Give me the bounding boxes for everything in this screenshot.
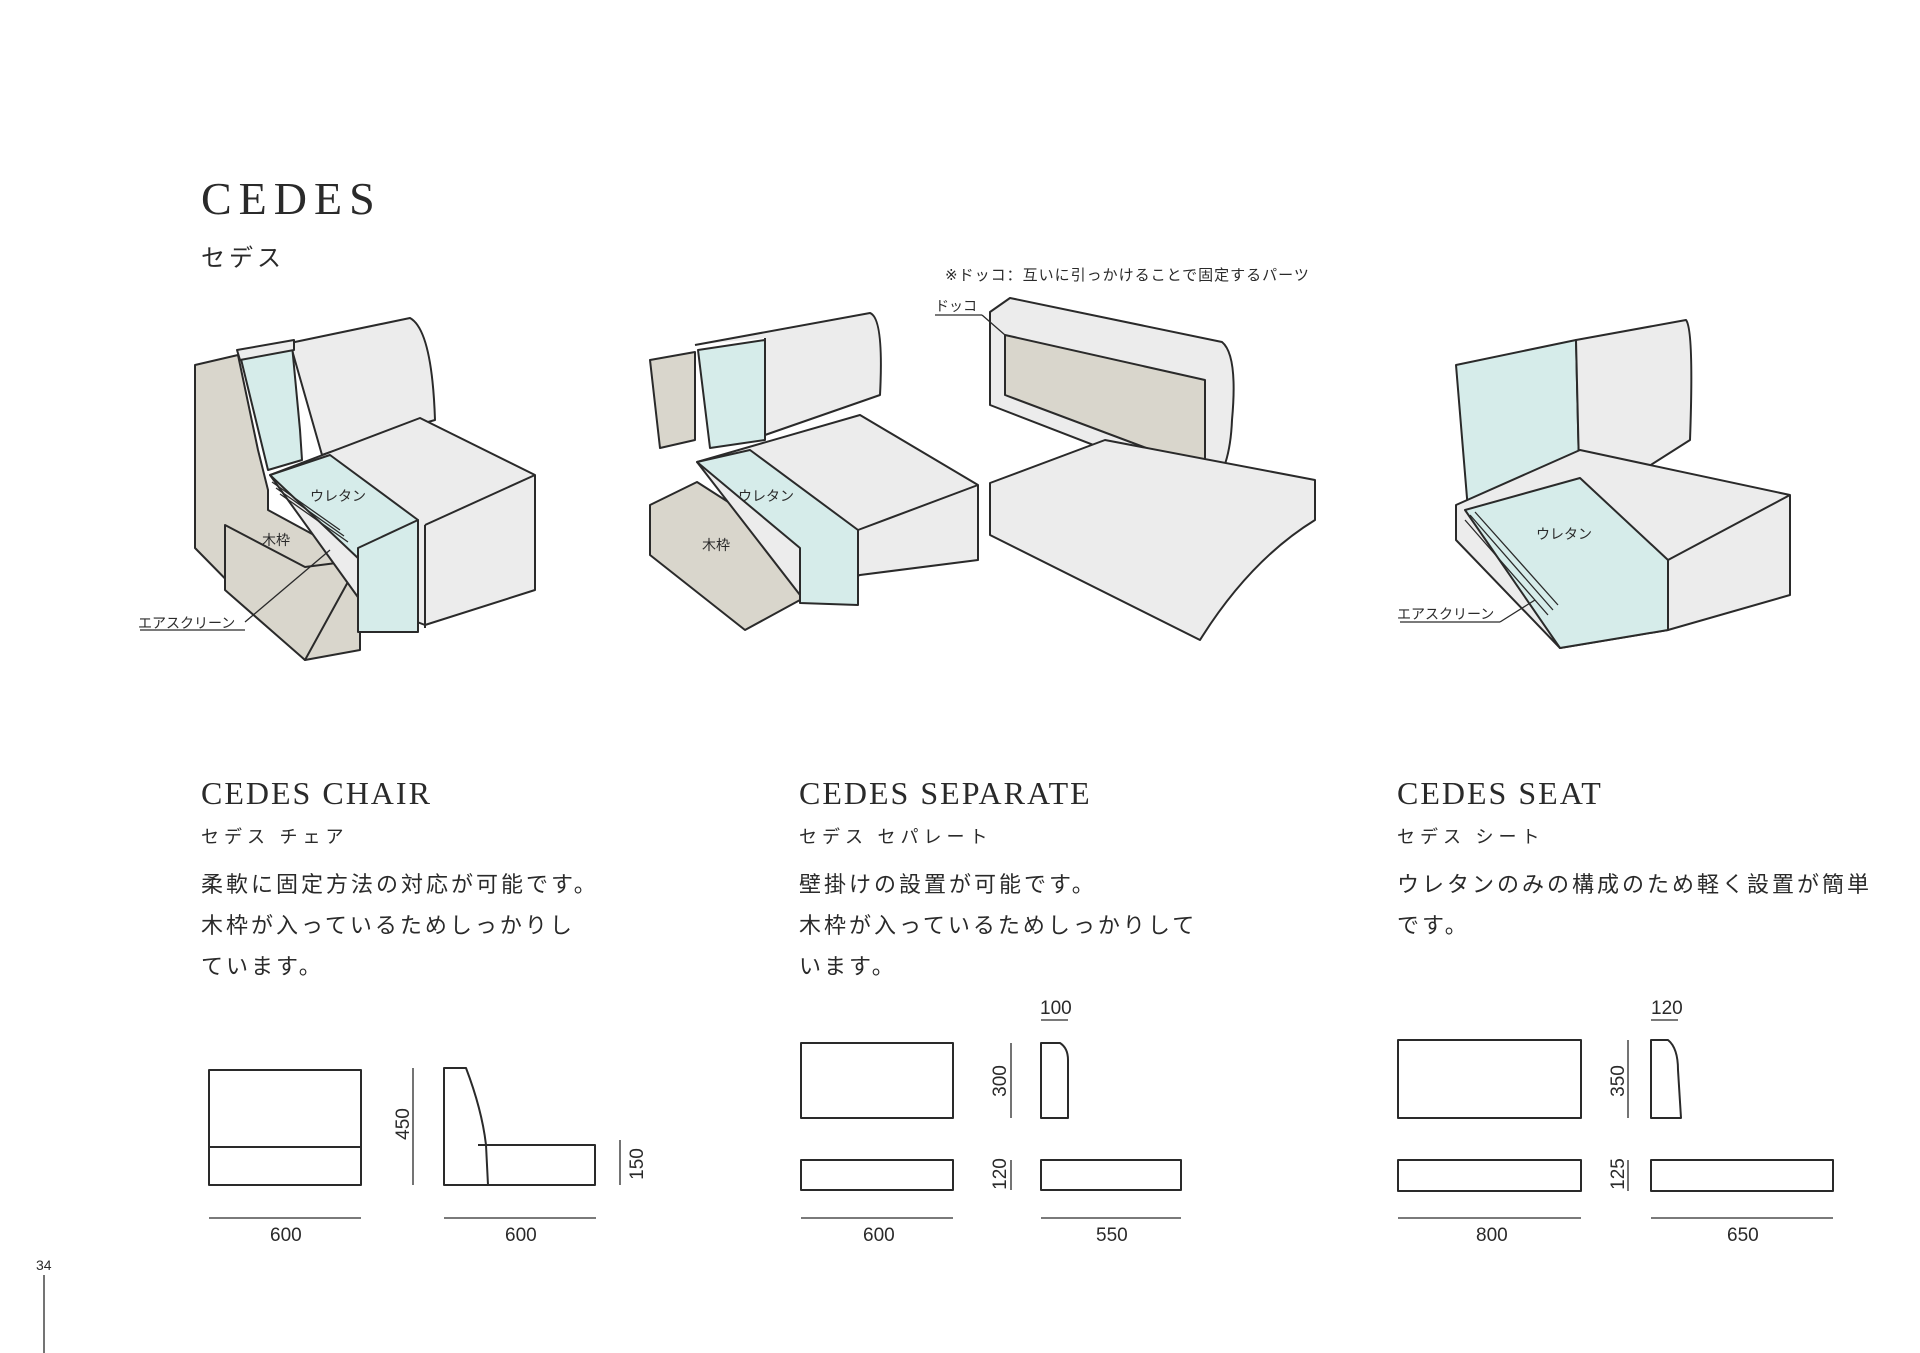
separate-seat-height: 120 <box>989 1158 1011 1190</box>
seat-seat-height: 125 <box>1607 1158 1629 1190</box>
chair-dimensions <box>208 1067 621 1219</box>
chair-kana: セデス チェア <box>201 827 349 847</box>
separate-wood-label: 木枠 <box>702 538 730 554</box>
separate-kana: セデス セパレート <box>799 827 993 847</box>
seat-depth: 650 <box>1727 1225 1759 1246</box>
separate-width: 600 <box>863 1225 895 1246</box>
dokko-label: ドッコ <box>935 299 977 315</box>
chair-side-depth: 600 <box>505 1225 537 1246</box>
seat-description: ウレタンのみの構成のため軽く設置が簡単です。 <box>1397 872 1873 938</box>
separate-back-height: 300 <box>989 1065 1011 1097</box>
seat-width: 800 <box>1476 1225 1508 1246</box>
seat-urethane-label: ウレタン <box>1536 527 1592 543</box>
seat-airscreen-label: エアスクリーン <box>1397 607 1495 623</box>
seat-kana: セデス シート <box>1397 827 1545 847</box>
chair-description: 柔軟に固定方法の対応が可能です。木枠が入っているためしっかりしています。 <box>201 872 599 979</box>
seat-back-height: 350 <box>1607 1065 1629 1097</box>
separate-dimensions <box>800 1019 1182 1219</box>
separate-title: CEDES SEPARATE <box>799 775 1092 811</box>
separate-illustration <box>649 297 1316 641</box>
chair-airscreen-label: エアスクリーン <box>138 616 236 632</box>
chair-front-width: 600 <box>270 1225 302 1246</box>
chair-title: CEDES CHAIR <box>201 775 432 811</box>
seat-title: CEDES SEAT <box>1397 775 1603 811</box>
separate-back-thickness: 100 <box>1040 998 1072 1019</box>
seat-dimensions <box>1397 1019 1834 1219</box>
separate-description: 壁掛けの設置が可能です。木枠が入っているためしっかりしています。 <box>799 872 1198 979</box>
chair-urethane-label: ウレタン <box>310 489 366 505</box>
chair-illustration <box>140 317 536 661</box>
seat-back-thickness: 120 <box>1651 998 1683 1019</box>
chair-wood-label: 木枠 <box>262 533 290 549</box>
page-title: CEDES <box>201 173 382 224</box>
page-number: 34 <box>36 1257 52 1273</box>
separate-depth: 550 <box>1096 1225 1128 1246</box>
dokko-note: ※ドッコ：互いに引っかけることで固定するパーツ <box>945 266 1310 284</box>
chair-seat-height: 150 <box>626 1148 648 1180</box>
chair-side-height: 450 <box>392 1108 414 1140</box>
separate-urethane-label: ウレタン <box>738 489 794 505</box>
page-subtitle: セデス <box>201 246 285 272</box>
seat-illustration <box>1400 319 1791 649</box>
